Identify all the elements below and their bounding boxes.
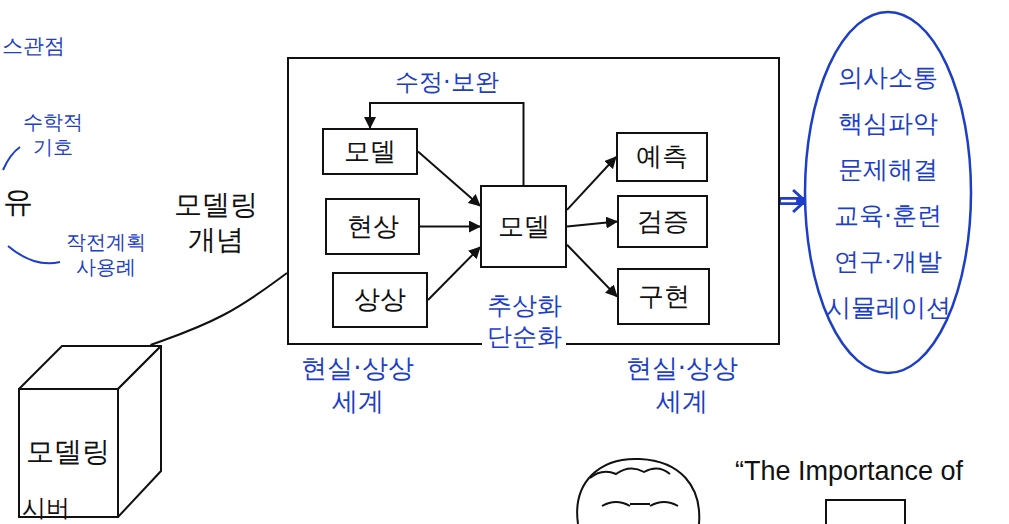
note-text: 수학적 기호: [20, 110, 86, 160]
connector: [567, 222, 617, 227]
double-arrow: [780, 197, 805, 205]
connector: [567, 245, 617, 297]
cube-side: [118, 346, 161, 517]
node-label: 모델: [344, 136, 396, 167]
connector: [150, 273, 287, 345]
glasses-sketch: [602, 502, 678, 506]
process-note: 추상화 단순화: [482, 290, 566, 353]
world-note: 현실·상상 세계: [612, 352, 752, 417]
hair-sketch: [590, 468, 670, 478]
note-text: 시버: [22, 493, 70, 523]
note-text: 작전계획 사용례: [62, 230, 150, 280]
leader-line: [8, 246, 60, 263]
double-arrow-gap: [781, 200, 796, 203]
node-label: 상상: [354, 284, 406, 315]
phenomenon-box: 현상: [325, 198, 420, 255]
leader-line: [3, 147, 20, 170]
quote-text: “The Importance of: [735, 455, 963, 489]
frame-heading: 모델링 개념: [159, 187, 273, 257]
connector: [418, 152, 480, 206]
imagination-box: 상상: [332, 272, 428, 328]
note-text: 유: [3, 183, 33, 221]
model-box: 모델: [480, 185, 567, 268]
face-sketch: [577, 459, 699, 524]
edge-label: 수정·보완: [393, 68, 501, 97]
world-note: 현실·상상 세계: [290, 352, 425, 417]
node-label: 검증: [637, 206, 689, 237]
node-label: 예측: [636, 141, 688, 172]
use-list: 의사소통 핵심파악 문제해결 교육·훈련 연구·개발 시뮬레이션: [822, 55, 954, 331]
modeling-cube: 모델링: [18, 345, 162, 518]
note-text: 스관점: [2, 33, 65, 59]
partial-box: [826, 500, 905, 524]
connector: [420, 226, 480, 228]
node-label: 모델: [498, 211, 550, 242]
node-label: 모델링: [18, 433, 118, 471]
verification-box: 검증: [617, 195, 708, 248]
connector: [567, 157, 616, 210]
ellipse-outline: [805, 12, 971, 373]
prediction-box: 예측: [616, 132, 708, 182]
node-label: 구현: [638, 281, 690, 312]
node-label: 현상: [347, 211, 399, 242]
implementation-box: 구현: [617, 268, 710, 325]
cube-outline: [18, 345, 162, 518]
use-ellipse: 의사소통 핵심파악 문제해결 교육·훈련 연구·개발 시뮬레이션: [803, 10, 973, 375]
model-box: 모델: [322, 128, 418, 175]
connector: [428, 247, 480, 300]
